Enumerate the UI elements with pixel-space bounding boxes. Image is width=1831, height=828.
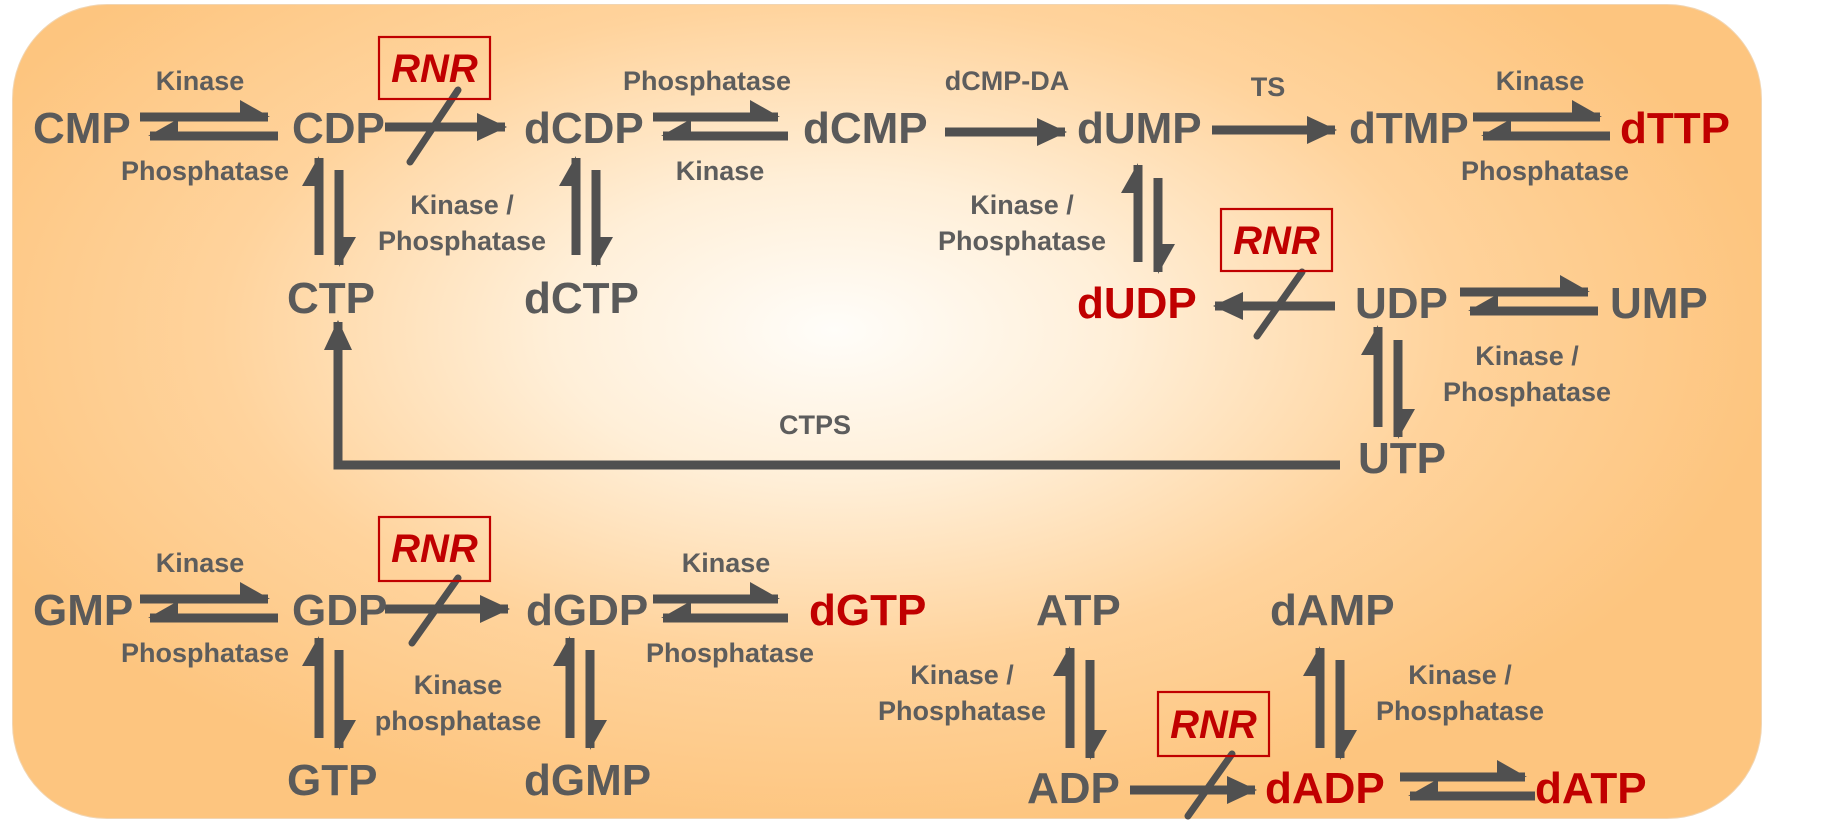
enzyme-label-kinase-slash: Kinase / bbox=[970, 190, 1074, 220]
molecule-dudp: dUDP bbox=[1077, 279, 1197, 328]
enzyme-label-kinase: Kinase bbox=[156, 548, 245, 578]
molecule-dctp: dCTP bbox=[524, 274, 639, 323]
dgdp-dgmp-reversible-arrow bbox=[553, 636, 607, 750]
molecule-gmp: GMP bbox=[33, 586, 133, 635]
enzyme-label-kinase-slash: Kinase / bbox=[1475, 341, 1579, 371]
rnr-label: RNR bbox=[1170, 703, 1257, 747]
cdp-ctp-reversible-arrow bbox=[302, 156, 356, 267]
rnr-label: RNR bbox=[1233, 219, 1320, 263]
gdp-gtp-reversible-arrow bbox=[302, 636, 356, 750]
rnr-label-box: RNR bbox=[1219, 207, 1334, 273]
dcdp-dctp-reversible-arrow bbox=[559, 156, 613, 267]
molecule-adp: ADP bbox=[1027, 764, 1120, 813]
enzyme-label-kinase: Kinase bbox=[682, 548, 771, 578]
enzyme-label-kinase: Kinase bbox=[414, 670, 503, 700]
enzyme-label-phosphatase: Phosphatase bbox=[121, 156, 289, 186]
enzyme-label-phosphatase: Phosphatase bbox=[938, 226, 1106, 256]
pathway-background-panel bbox=[12, 4, 1762, 819]
rnr-label-box: RNR bbox=[377, 35, 492, 101]
rnr-inhibition-slash bbox=[1253, 268, 1306, 340]
enzyme-label-phosphatase: Phosphatase bbox=[1443, 377, 1611, 407]
molecule-dcmp: dCMP bbox=[803, 104, 928, 153]
molecule-ctp: CTP bbox=[287, 274, 375, 323]
gmp-gdp-reversible-arrow bbox=[140, 582, 278, 623]
rnr-label: RNR bbox=[391, 527, 478, 571]
enzyme-label-kinase: Kinase bbox=[156, 66, 245, 96]
enzyme-label-phosphatase: Phosphatase bbox=[121, 638, 289, 668]
enzyme-label-kinase-slash: Kinase / bbox=[910, 660, 1014, 690]
enzyme-label-phosphatase: Phosphatase bbox=[878, 696, 1046, 726]
enzyme-label-kinase-slash: Kinase / bbox=[410, 190, 514, 220]
enzyme-label-kinase-slash: Kinase / bbox=[1408, 660, 1512, 690]
molecule-dgmp: dGMP bbox=[524, 756, 651, 805]
molecule-gdp: GDP bbox=[292, 586, 387, 635]
dtmp-dttp-reversible-arrow bbox=[1473, 100, 1610, 141]
molecule-dtmp: dTMP bbox=[1349, 104, 1469, 153]
molecule-dgdp: dGDP bbox=[526, 586, 648, 635]
rnr-label-box: RNR bbox=[1156, 690, 1271, 758]
molecule-dgtp: dGTP bbox=[809, 586, 926, 635]
molecule-cmp: CMP bbox=[33, 104, 131, 153]
dump-dudp-reversible-arrow bbox=[1121, 163, 1175, 274]
rnr-label-box: RNR bbox=[377, 515, 492, 583]
rnr-inhibition-slash bbox=[406, 86, 462, 166]
udp-ump-reversible-arrow bbox=[1460, 275, 1598, 316]
molecule-gtp: GTP bbox=[287, 756, 377, 805]
enzyme-label-phosphatase: Phosphatase bbox=[1376, 696, 1544, 726]
enzyme-label-phosphatase: Phosphatase bbox=[378, 226, 546, 256]
molecule-dcdp: dCDP bbox=[524, 104, 644, 153]
molecule-dttp: dTTP bbox=[1620, 104, 1730, 153]
enzyme-label-phosphatase-lowercase: phosphatase bbox=[375, 706, 542, 736]
enzyme-label-ctps: CTPS bbox=[779, 410, 851, 440]
molecule-dump: dUMP bbox=[1077, 104, 1202, 153]
molecule-atp: ATP bbox=[1036, 586, 1121, 635]
rnr-inhibition-slash bbox=[408, 574, 462, 647]
rnr-label: RNR bbox=[391, 47, 478, 91]
molecule-udp: UDP bbox=[1355, 279, 1448, 328]
enzyme-label-kinase: Kinase bbox=[676, 156, 765, 186]
atp-adp-reversible-arrow bbox=[1053, 646, 1107, 760]
molecule-datp: dATP bbox=[1535, 764, 1647, 813]
dcdp-dcmp-reversible-arrow bbox=[653, 100, 788, 141]
molecule-cdp: CDP bbox=[292, 104, 385, 153]
molecule-utp: UTP bbox=[1358, 434, 1446, 483]
enzyme-label-dcmp-da: dCMP-DA bbox=[945, 66, 1069, 96]
enzyme-label-ts: TS bbox=[1251, 72, 1286, 102]
udp-utp-reversible-arrow bbox=[1361, 325, 1415, 439]
enzyme-label-phosphatase: Phosphatase bbox=[1461, 156, 1629, 186]
cmp-cdp-reversible-arrow bbox=[140, 100, 278, 141]
utp-to-ctp-ctps-arrow bbox=[324, 320, 1340, 470]
damp-dadp-reversible-arrow bbox=[1303, 646, 1357, 760]
molecule-ump: UMP bbox=[1610, 279, 1708, 328]
enzyme-label-phosphatase: Phosphatase bbox=[646, 638, 814, 668]
enzyme-label-kinase: Kinase bbox=[1496, 66, 1585, 96]
dgdp-dgtp-reversible-arrow bbox=[653, 582, 788, 623]
molecule-damp: dAMP bbox=[1270, 586, 1395, 635]
rnr-inhibition-slash bbox=[1184, 750, 1236, 820]
enzyme-label-phosphatase: Phosphatase bbox=[623, 66, 791, 96]
molecule-dadp: dADP bbox=[1265, 764, 1385, 813]
dadp-datp-reversible-arrow bbox=[1400, 760, 1535, 801]
